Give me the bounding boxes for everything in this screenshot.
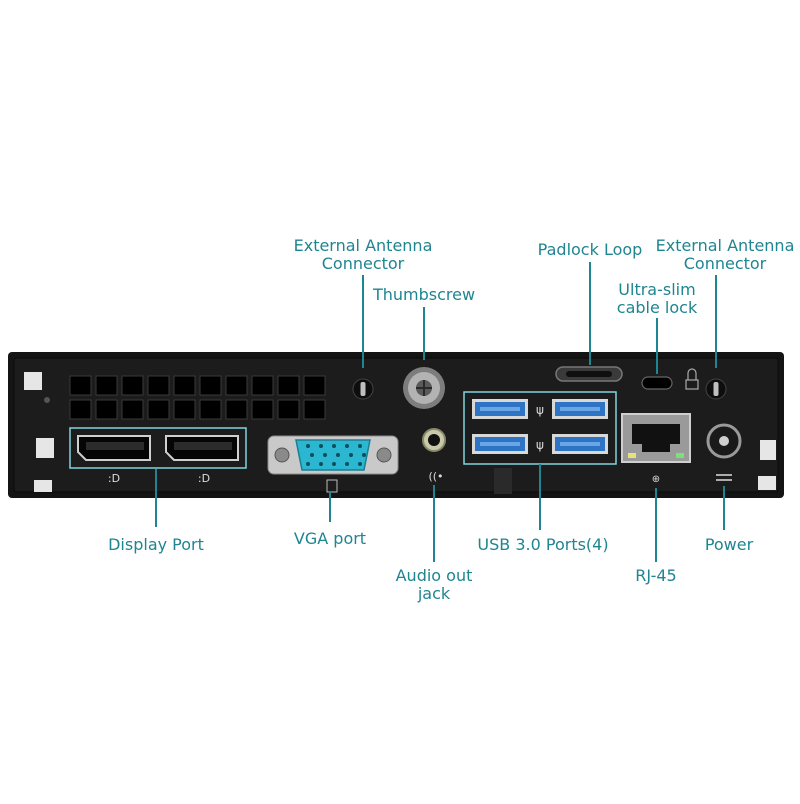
vent-slot xyxy=(277,375,300,396)
svg-text:ψ: ψ xyxy=(536,403,544,417)
vent-slot xyxy=(199,399,222,420)
svg-text::D: :D xyxy=(108,472,120,485)
antenna-connector-right-icon xyxy=(705,378,727,400)
vent-slot xyxy=(277,399,300,420)
vga-pin xyxy=(319,444,323,448)
display-port-bracket xyxy=(69,427,247,469)
label-antenna-right: External Antenna Connector xyxy=(655,236,795,273)
vga-pin xyxy=(362,453,366,457)
vent-slot xyxy=(225,399,248,420)
vga-pin xyxy=(358,462,362,466)
usb-port-1-icon xyxy=(472,399,528,419)
vga-pin xyxy=(306,444,310,448)
usb-port-2-icon xyxy=(552,399,608,419)
vga-pin xyxy=(319,462,323,466)
svg-text:((•: ((• xyxy=(428,470,443,483)
vga-pin xyxy=(332,444,336,448)
leader-lines xyxy=(155,262,725,562)
label-antenna-left: External Antenna Connector xyxy=(293,236,433,273)
vga-pin xyxy=(349,453,353,457)
vent-slot xyxy=(251,399,274,420)
vent-slot xyxy=(121,399,144,420)
label-power: Power xyxy=(704,535,754,554)
vga-pin xyxy=(336,453,340,457)
audio-out-jack-icon: ((• xyxy=(422,428,446,483)
vga-pin xyxy=(358,444,362,448)
vent-slot xyxy=(225,375,248,396)
usb-port-4-icon xyxy=(552,434,608,454)
power-connector-icon xyxy=(706,423,742,481)
label-display-port: Display Port xyxy=(108,535,204,554)
vga-pin xyxy=(310,453,314,457)
vent-slot xyxy=(95,375,118,396)
vent-slot xyxy=(121,375,144,396)
label-vga-port: VGA port xyxy=(293,529,367,548)
side-latch xyxy=(24,372,42,390)
vent-slot xyxy=(173,399,196,420)
vga-pin xyxy=(345,462,349,466)
svg-text:ψ: ψ xyxy=(536,438,544,452)
vent-slot xyxy=(173,375,196,396)
vent-slot xyxy=(147,399,170,420)
antenna-connector-left-icon xyxy=(352,378,374,400)
vent-slot xyxy=(303,375,326,396)
cable-lock-slot-icon xyxy=(641,368,699,390)
rj45-port-icon: ⊕ xyxy=(621,413,691,485)
svg-text::D: :D xyxy=(198,472,210,485)
label-thumbscrew: Thumbscrew xyxy=(372,285,476,304)
vga-pin xyxy=(345,444,349,448)
vent-slot xyxy=(303,399,326,420)
thumbscrew-icon xyxy=(403,367,445,409)
vent-slot xyxy=(69,375,92,396)
padlock-loop-icon xyxy=(555,366,623,382)
vent-grid xyxy=(69,375,326,420)
label-rj45: RJ-45 xyxy=(635,566,677,585)
label-usb-ports: USB 3.0 Ports(4) xyxy=(477,535,609,554)
vent-slot xyxy=(147,375,170,396)
label-cable-lock: Ultra-slim cable lock xyxy=(616,280,698,317)
vent-slot xyxy=(69,399,92,420)
display-port-2-icon xyxy=(165,435,239,461)
label-audio-out: Audio out jack xyxy=(395,566,473,603)
usb-port-3-icon xyxy=(472,434,528,454)
vga-port-icon xyxy=(267,435,399,475)
display-port-1-icon xyxy=(77,435,151,461)
vga-pin xyxy=(306,462,310,466)
label-padlock-loop: Padlock Loop xyxy=(537,240,643,259)
vga-pin xyxy=(332,462,336,466)
vga-pin xyxy=(323,453,327,457)
vent-slot xyxy=(95,399,118,420)
vent-slot xyxy=(251,375,274,396)
vent-slot xyxy=(199,375,222,396)
svg-text:⊕: ⊕ xyxy=(652,474,660,485)
